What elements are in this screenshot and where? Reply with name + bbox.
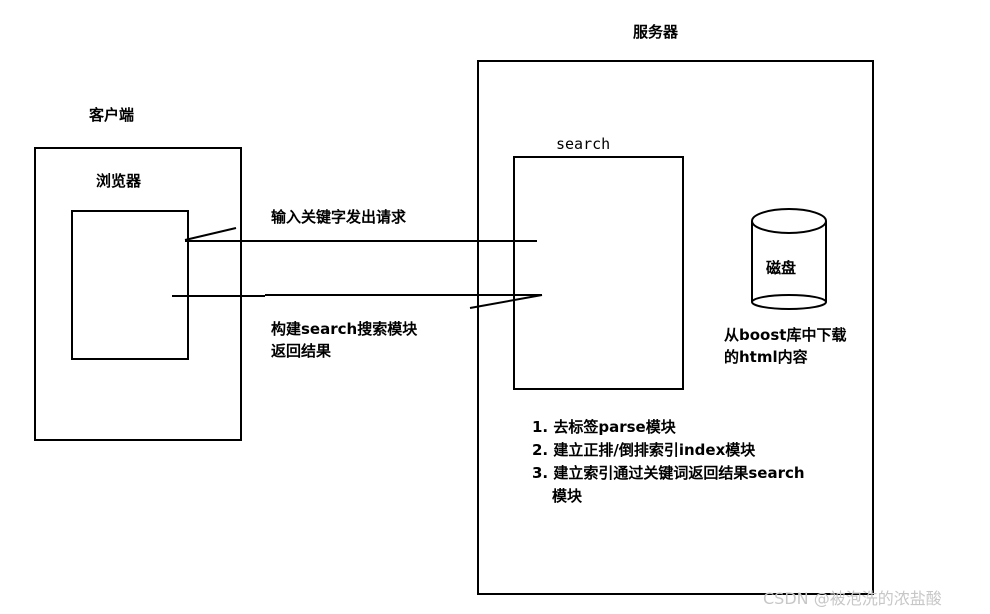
disk-label: 磁盘 [766, 259, 797, 277]
browser-label: 浏览器 [96, 172, 142, 190]
response-label-line1: 构建search搜索模块 [271, 320, 418, 338]
disk-caption-line2: 的html内容 [724, 348, 808, 366]
disk-cylinder-icon [751, 208, 827, 310]
server-title: 服务器 [633, 23, 679, 41]
server-box [477, 60, 874, 595]
watermark: CSDN @被泡洗的浓盐酸 [763, 589, 942, 608]
step-item-2: 2. 建立正排/倒排索引index模块 [532, 441, 756, 459]
client-title: 客户端 [89, 106, 135, 124]
request-arrowhead [184, 227, 237, 241]
disk-caption-line1: 从boost库中下载 [724, 326, 847, 344]
search-module-label: search [556, 135, 611, 153]
browser-box [71, 210, 189, 360]
step-item-3-continued: 模块 [552, 487, 583, 505]
step-item-3: 3. 建立索引通过关键词返回结果search [532, 464, 805, 482]
response-arrowhead [469, 294, 543, 309]
response-label-line2: 返回结果 [271, 342, 332, 360]
request-label: 输入关键字发出请求 [271, 208, 407, 226]
step-item-1: 1. 去标签parse模块 [532, 418, 676, 436]
client-box [34, 147, 242, 441]
search-module-box [513, 156, 684, 390]
